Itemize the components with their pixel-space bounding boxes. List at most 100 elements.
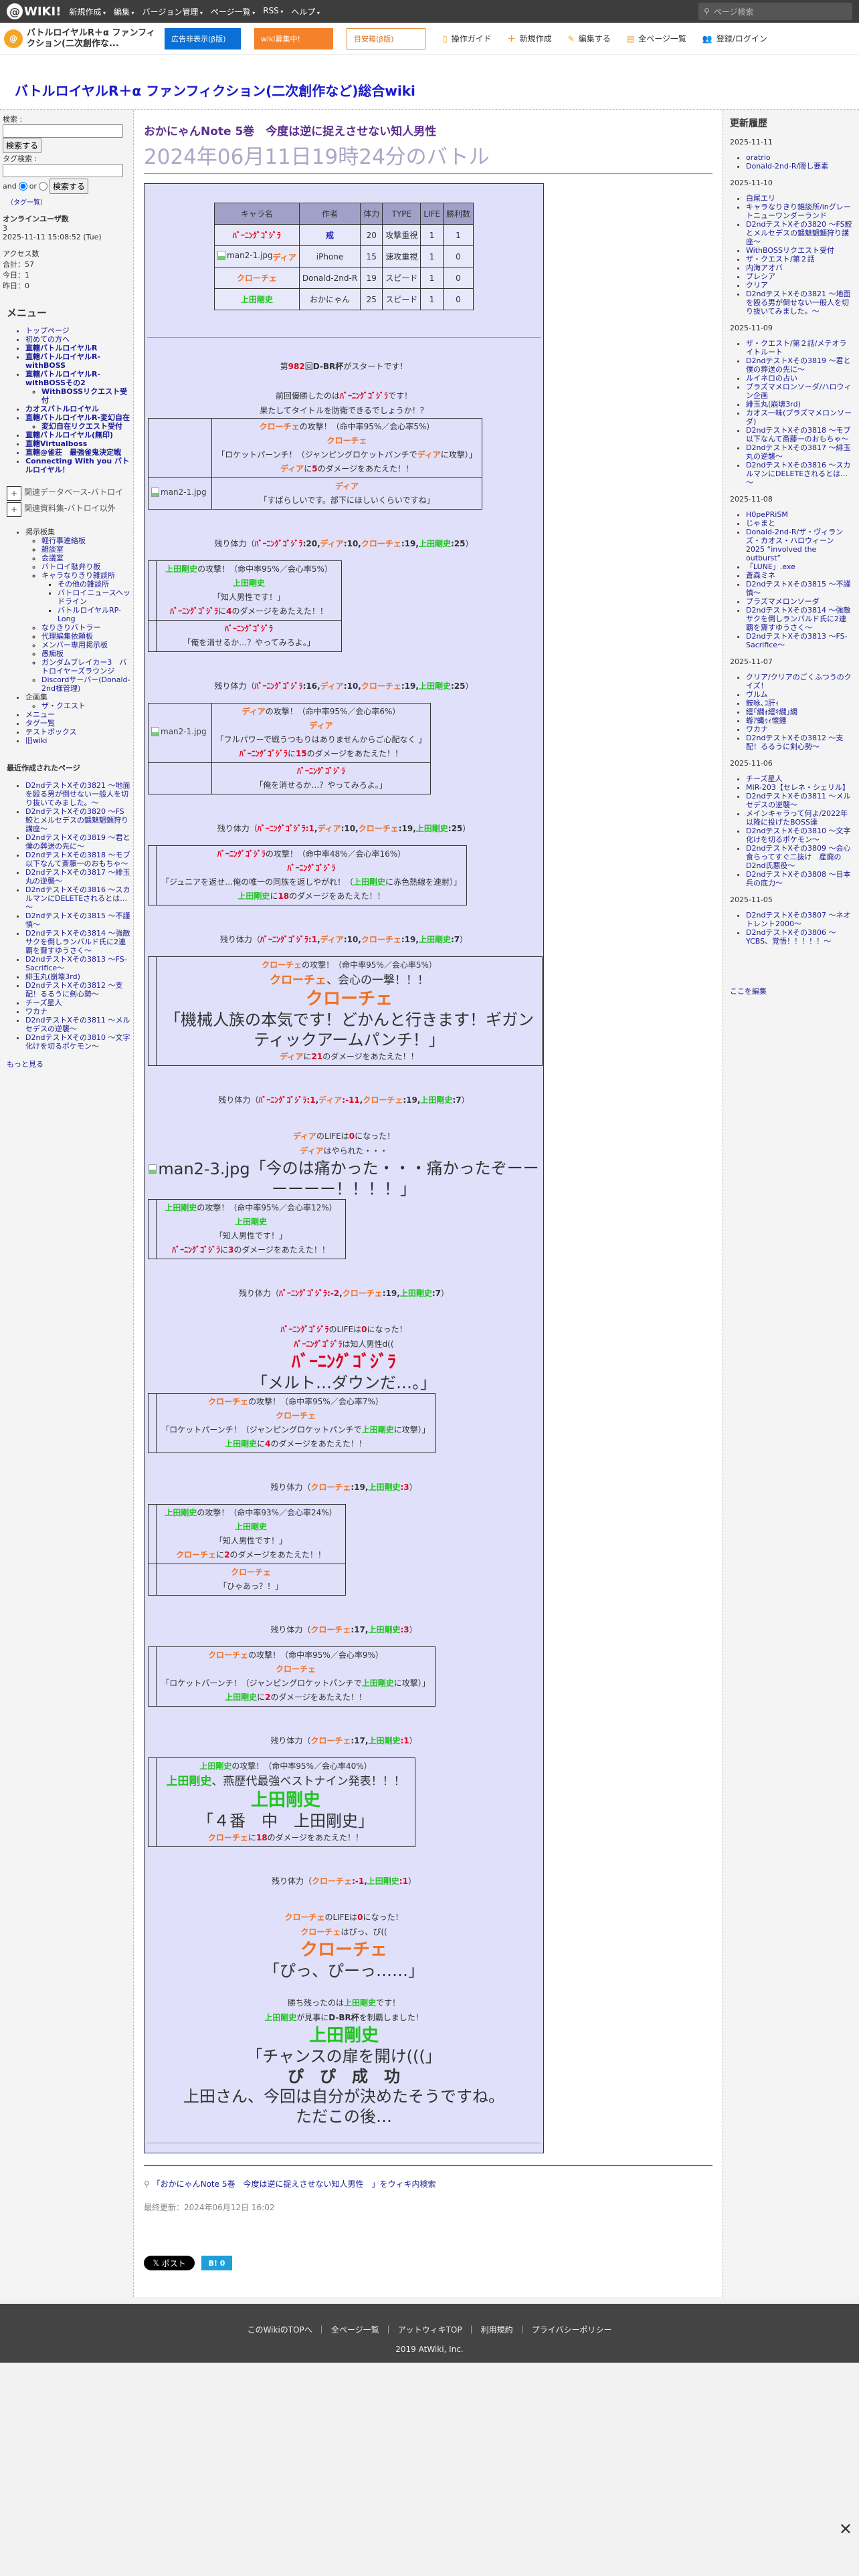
history-link[interactable]: D2ndテストXその3820 ～FS鮫とメルセデスの魑魅魍魎狩り講座～ <box>746 220 852 246</box>
history-link[interactable]: D2ndテストXその3811 ～メルセデスの逆襲～ <box>746 792 851 809</box>
history-link[interactable]: カオス一味(プラズマメロンソーダ) <box>746 409 852 426</box>
recent-page-link[interactable]: D2ndテストXその3816 ～スカルマンにDELETEされるとは…～ <box>25 885 130 911</box>
menu-link[interactable]: 直轄バトルロイヤルR-withBOSSその2 <box>25 370 101 387</box>
more-link[interactable]: もっと見る <box>7 1060 43 1069</box>
menu-link[interactable]: WithBOSSリクエスト受付 <box>41 387 128 405</box>
search-button[interactable]: 検索する <box>3 138 42 153</box>
history-link[interactable]: D2ndテストXその3821 ～地面を殴る男が倒せない一般人を切り抜いてみました… <box>746 290 851 316</box>
footer-link[interactable]: プライバシーポリシー <box>513 2325 612 2335</box>
history-link[interactable]: 繧｢繝ｫ繧ｷ繝｣繝 <box>746 708 797 716</box>
history-link[interactable]: D2ndテストXその3809 ～会心食らってすぐ二抜け 産廃のD2nd氏悪役～ <box>746 844 851 870</box>
history-link[interactable]: D2ndテストXその3816 ～スカルマンにDELETEされるとは…～ <box>746 461 851 487</box>
tag-search-button[interactable]: 検索する <box>49 179 88 194</box>
history-link[interactable]: WithBOSSリクエスト受付 <box>746 246 834 255</box>
expand-button[interactable]: + <box>7 486 21 501</box>
history-link[interactable]: D2ndテストXその3819 ～君と僕の葬送の先に～ <box>746 356 851 374</box>
footer-link[interactable]: 全ページ一覧 <box>312 2325 379 2335</box>
menu-link[interactable]: メンバー専用掲示板 <box>41 641 108 649</box>
history-link[interactable]: D2ndテストXその3808 ～日本兵の底力～ <box>746 870 851 887</box>
expand-button[interactable]: + <box>7 502 21 517</box>
menu-link[interactable]: 軽行事連絡板 <box>41 536 86 545</box>
menu-link[interactable]: テストボックス <box>25 728 77 736</box>
menu-link[interactable]: 旧wiki <box>25 736 47 745</box>
hide-ads-button[interactable]: 広告非表示(β版) <box>165 27 241 49</box>
menu-link[interactable]: 直轄@雀荘 最強雀鬼決定戦 <box>25 448 121 457</box>
history-link[interactable]: H0pePRiSM <box>746 510 788 519</box>
menu-link[interactable]: カオスバトルロイヤル <box>25 405 99 413</box>
tag-list-link[interactable]: （タグ一覧） <box>7 199 47 207</box>
history-link[interactable]: ザ・クエスト/第２話 <box>746 255 815 263</box>
menu-link[interactable]: 直轄Virtualboss <box>25 439 88 448</box>
history-link[interactable]: ヴルム <box>746 690 768 699</box>
history-link[interactable]: プレシア <box>746 272 775 281</box>
history-link[interactable]: じゃまと <box>746 519 775 528</box>
history-link[interactable]: キャラなりきり雑談所/inグレートニューワンダーランド <box>746 203 851 220</box>
hatena-bookmark-button[interactable]: B! 0 <box>201 2256 232 2270</box>
history-link[interactable]: プラズマメロンソーダ/ハロウィン企画 <box>746 383 852 400</box>
history-link[interactable]: D2ndテストXその3814 ～強敵サクを倒しランバルド氏に2連覇を齎すゆうさく… <box>746 606 851 632</box>
edit-here-link[interactable]: ここを編集 <box>730 987 767 996</box>
history-link[interactable]: 緋玉丸(崩壊3rd) <box>746 400 801 409</box>
menu-link[interactable]: Discordサーバー(Donald-2nd様管理) <box>41 675 130 693</box>
menu-link[interactable]: Connecting With you バトルロイヤル！ <box>25 457 130 474</box>
history-link[interactable]: D2ndテストXその3812 ～支配！るるうに剣心勢～ <box>746 734 844 751</box>
recent-page-link[interactable]: D2ndテストXその3821 ～地面を殴る男が倒せない一般人を切り抜いてみました… <box>25 781 130 807</box>
history-link[interactable]: チーズ星人 <box>746 774 783 783</box>
edit-link[interactable]: ✎編集する <box>567 33 611 44</box>
menu-link[interactable]: 変幻自在リクエスト受付 <box>41 422 122 431</box>
recent-page-link[interactable]: D2ndテストXその3820 ～FS鮫とメルセデスの魑魅魍魎狩り講座～ <box>25 807 128 833</box>
history-link[interactable]: MIR-203【セレネ・シェリル】 <box>746 783 850 792</box>
history-link[interactable]: 蝣ｱ蝿ｩｨ懐鍾 <box>746 716 787 725</box>
history-link[interactable]: プラズマメロンソーダ <box>746 597 820 606</box>
footer-link[interactable]: このWikiのTOPへ <box>247 2325 312 2335</box>
menu-link[interactable]: 直轄バトルロイヤルR <box>25 344 98 352</box>
history-link[interactable]: 内海アオバ <box>746 263 783 272</box>
login-link[interactable]: 👥登録/ログイン <box>702 33 767 44</box>
site-title[interactable]: バトルロイヤルR＋α ファンフィクション(二次創作など)総合wiki <box>0 80 859 110</box>
history-link[interactable]: D2ndテストXその3817 ～緋玉丸の逆襲～ <box>746 443 851 461</box>
history-link[interactable]: D2ndテストXその3810 ～文字化けを切るポケモン～ <box>746 827 851 844</box>
menu-link[interactable]: 直轄バトルロイヤル(無印) <box>25 431 114 439</box>
recent-page-link[interactable]: D2ndテストXその3812 ～支配！るるうに剣心勢～ <box>25 981 123 998</box>
recent-page-link[interactable]: D2ndテストXその3818 ～モブ以下なんて斎藤一のおもちゃ～ <box>25 851 130 868</box>
history-link[interactable]: Donald-2nd-R/ザ・ヴィランズ・カオス・ハロウィーン2025 “inv… <box>746 528 844 562</box>
recent-page-link[interactable]: D2ndテストXその3819 ～君と僕の葬送の先に～ <box>25 833 130 851</box>
recent-page-link[interactable]: 緋玉丸(崩壊3rd) <box>25 972 80 981</box>
menu-link[interactable]: キャラなりきり雑談所 <box>41 571 115 580</box>
atwiki-logo[interactable]: @WIKI! <box>7 3 61 19</box>
menu-link[interactable]: ザ・クエスト <box>41 702 86 710</box>
history-link[interactable]: D2ndテストXその3806 ～YCBS、覚悟！！！！！～ <box>746 928 836 946</box>
or-radio[interactable] <box>38 182 47 191</box>
history-link[interactable]: 鮟咏､ｺ肝ｨ <box>746 699 779 708</box>
footer-link[interactable]: 利用規約 <box>462 2325 513 2335</box>
search-input[interactable] <box>3 124 123 138</box>
top-menu-item[interactable]: ヘルプ <box>291 6 320 17</box>
wiki-search-link[interactable]: ⚲ 「おかにゃんNote 5巻 今度は逆に捉えさせない知人男性 」をウィキ内検索 <box>144 2179 436 2189</box>
history-link[interactable]: クリア/クリアのごくふつうのクイズ！ <box>746 673 852 690</box>
recent-page-link[interactable]: D2ndテストXその3811 ～メルセデスの逆襲～ <box>25 1016 130 1033</box>
tag-search-input[interactable] <box>3 164 123 177</box>
menu-link[interactable]: ガンダムブレイカー3 バトロイヤーズラウンジ <box>41 658 127 675</box>
history-link[interactable]: 「LUNE」.exe <box>746 562 795 571</box>
menu-link[interactable]: バトロイ駄弁り板 <box>41 562 101 571</box>
history-link[interactable]: 蒼森ミネ <box>746 571 775 580</box>
site-logo[interactable]: @バトルロイヤルR＋α ファンフィクション(二次創作な... <box>4 28 165 49</box>
suggestion-box-button[interactable]: 目安箱(β版) <box>347 27 425 49</box>
guide-link[interactable]: ▯操作ガイド <box>443 33 492 44</box>
top-menu-item[interactable]: 編集 <box>114 6 134 17</box>
menu-link[interactable]: トップページ <box>25 326 70 335</box>
menu-link[interactable]: バトロイニュースヘッドライン <box>58 588 131 606</box>
recent-page-link[interactable]: D2ndテストXその3817 ～緋玉丸の逆襲～ <box>25 868 130 885</box>
recent-page-link[interactable]: D2ndテストXその3814 ～強敵サクを倒しランバルド氏に2連覇を齎すゆうさく… <box>25 929 130 955</box>
menu-link[interactable]: 直轄バトルロイヤルR-変幻自在 <box>25 413 130 422</box>
top-menu-item[interactable]: バージョン管理 <box>142 6 203 17</box>
history-link[interactable]: D2ndテストXその3807 ～ネオトレント2000～ <box>746 911 851 928</box>
menu-link[interactable]: メニュー <box>25 710 55 719</box>
history-link[interactable]: ザ・クエスト/第２話/メテオライトルート <box>746 339 847 356</box>
history-link[interactable]: メインキャラって何よ/2022年以降に投げたBOSS達 <box>746 809 848 827</box>
menu-link[interactable]: 愚痴板 <box>41 649 64 658</box>
menu-link[interactable]: 雑談室 <box>41 545 64 554</box>
history-link[interactable]: D2ndテストXその3818 ～モブ以下なんて斎藤一のおもちゃ～ <box>746 426 851 443</box>
history-link[interactable]: oratrio <box>746 153 771 162</box>
menu-link[interactable]: なりきりバトラー <box>41 623 101 632</box>
